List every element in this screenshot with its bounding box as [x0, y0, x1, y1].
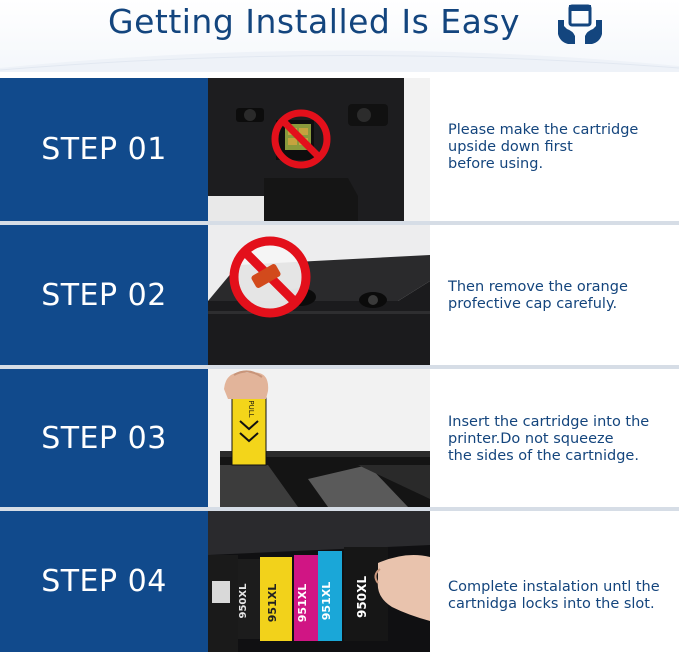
hands-holding-box-icon — [558, 4, 602, 44]
step-label-2: STEP 02 — [41, 277, 167, 313]
step-description-2: Then remove the orange profective cap ca… — [448, 279, 628, 312]
step-description-3: Insert the cartridge into the printer.Do… — [448, 414, 650, 464]
step-description-box-4: Complete instalation untl the cartnidga … — [430, 511, 679, 652]
step-panel-2: STEP 02 — [0, 225, 208, 365]
row-divider — [0, 507, 679, 511]
cartridge-chip-prohibited-photo — [208, 78, 430, 221]
page-title: Getting Installed Is Easy — [108, 2, 521, 41]
step-description-box-3: Insert the cartridge into the printer.Do… — [430, 369, 679, 507]
step-label-1: STEP 01 — [41, 132, 167, 167]
header: Getting Installed Is Easy — [0, 0, 679, 72]
cartridge-label-magenta: 951XL — [296, 584, 309, 622]
cartridge-cap-prohibited-photo — [208, 225, 430, 365]
row-divider — [0, 365, 679, 369]
cartridge-label-black: 950XL — [355, 576, 369, 618]
row-divider — [0, 221, 679, 225]
cartridge-label-yellow: 951XL — [266, 584, 279, 622]
step-panel-4: STEP 04 — [0, 511, 208, 652]
step-row-2: STEP 02 Then remove the orange profectiv… — [0, 225, 679, 365]
step-panel-1: STEP 01 — [0, 78, 208, 221]
step-panel-3: STEP 03 — [0, 369, 208, 507]
step-label-4: STEP 04 — [41, 564, 167, 599]
cartridge-label-black-small: 950XL — [238, 583, 249, 619]
step-row-3: STEP 03 PULL Insert the cartridge into t… — [0, 369, 679, 507]
step-row-1: STEP 01 Please make the cartridge upside… — [0, 78, 679, 221]
step-row-4: STEP 04 950XL 951XL 951XL 951XL 950XL Co… — [0, 511, 679, 652]
cartridges-in-printer-photo: 950XL 951XL 951XL 951XL 950XL — [208, 511, 430, 652]
step-description-box-2: Then remove the orange profective cap ca… — [430, 225, 679, 365]
header-swoosh — [0, 50, 679, 72]
step-label-3: STEP 03 — [41, 420, 167, 456]
step-description-1: Please make the cartridge upside down fi… — [448, 122, 639, 172]
insert-cartridge-photo: PULL — [208, 369, 430, 507]
step-description-box-1: Please make the cartridge upside down fi… — [430, 78, 679, 221]
pull-tape-label: PULL — [247, 400, 255, 417]
step-description-4: Complete instalation untl the cartnidga … — [448, 579, 660, 612]
cartridge-label-cyan: 951XL — [320, 582, 333, 620]
